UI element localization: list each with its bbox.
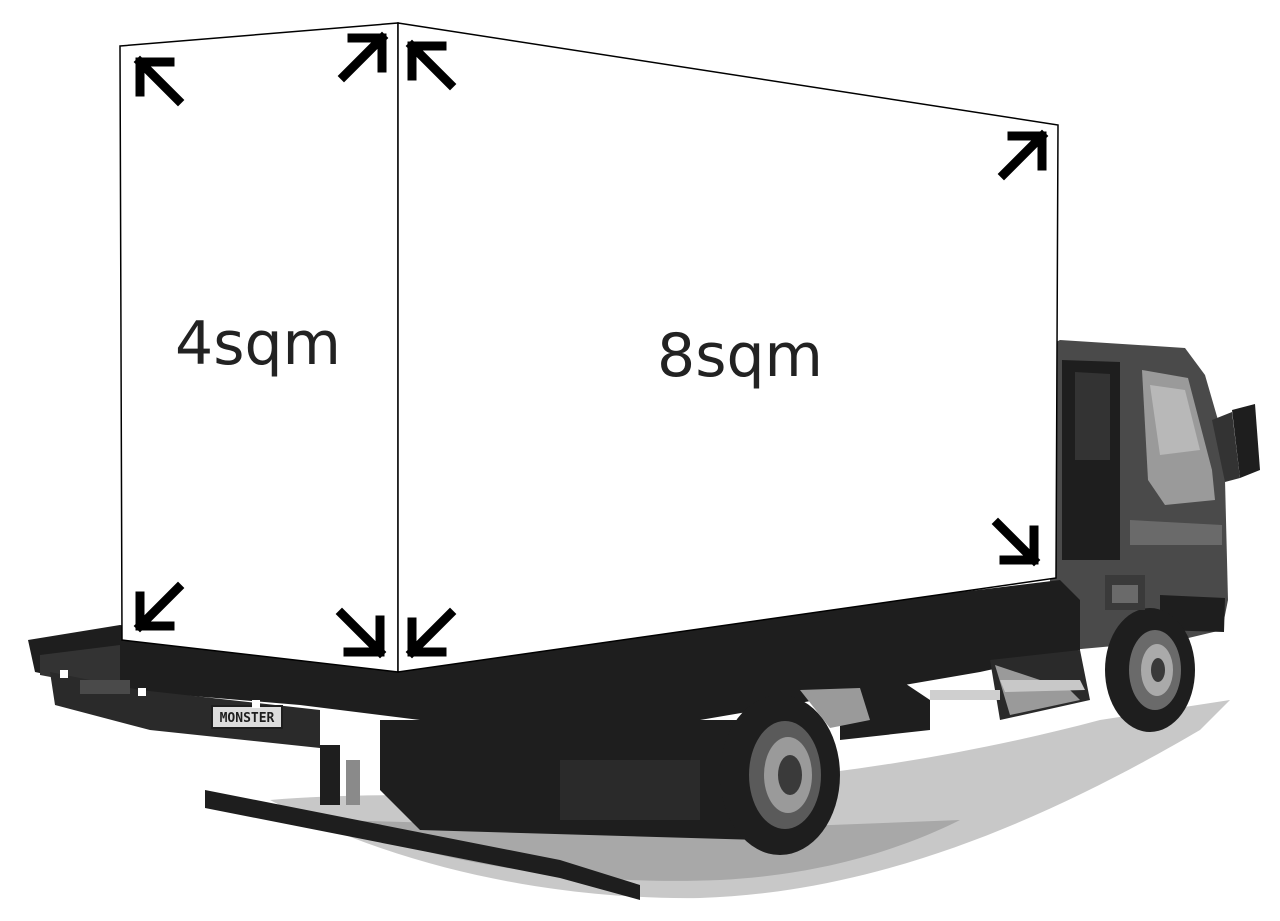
side-face-area-label: 8sqm [657, 321, 823, 391]
arrow-up-right-icon [337, 31, 389, 83]
arrow-up-left-icon [133, 55, 185, 107]
front-wheel [1105, 608, 1195, 732]
arrow-down-right-icon [991, 517, 1041, 567]
fuel-tank [1105, 575, 1145, 610]
cargo-box [119, 22, 1059, 673]
arrow-up-right-icon [997, 129, 1049, 181]
arrow-up-left-icon [405, 39, 457, 91]
back-face-area-label: 4sqm [175, 309, 341, 379]
arrow-down-left-icon [133, 581, 185, 633]
truck-cab [1050, 340, 1260, 650]
license-plate [211, 705, 283, 729]
rear-wheel [720, 688, 870, 855]
cargo-box-side-face [397, 22, 1059, 673]
arrow-down-left-icon [405, 607, 457, 659]
arrow-down-right-icon [335, 607, 387, 659]
license-plate-text: MONSTER [220, 711, 275, 726]
